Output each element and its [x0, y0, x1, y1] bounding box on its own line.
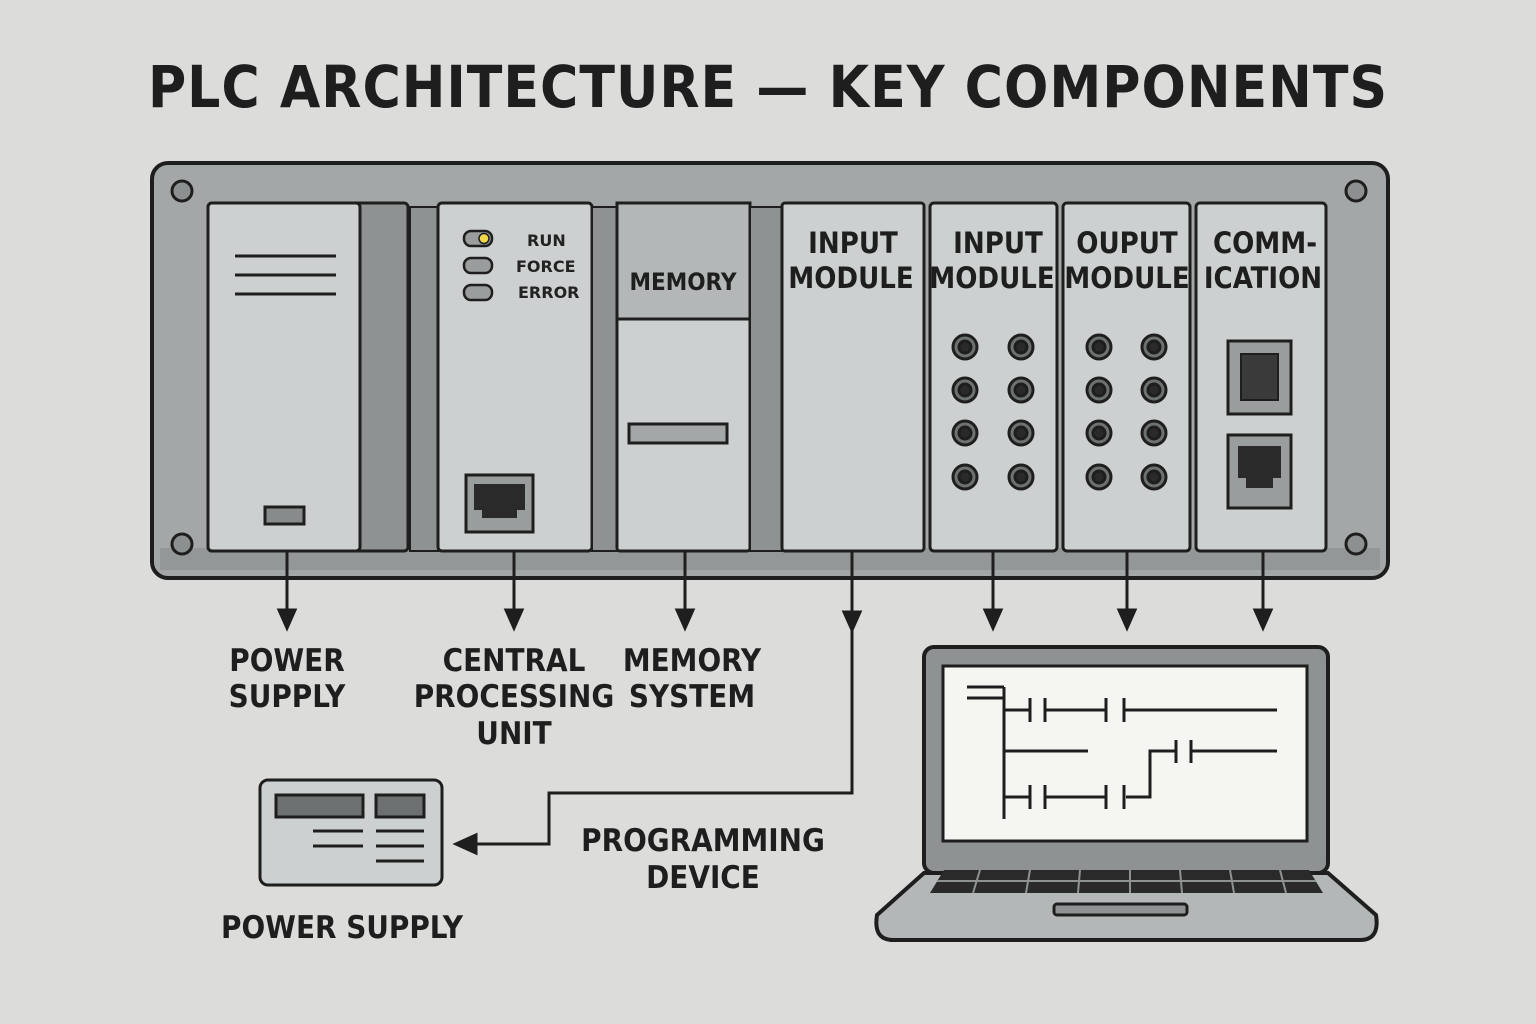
laptop-trackpad-icon	[1052, 902, 1189, 917]
mount-screw-icon	[170, 532, 194, 556]
caption-power-supply-line2: SUPPLY	[229, 679, 347, 715]
input-module-2-title-line1: INPUT	[953, 226, 1043, 260]
cpu-module: RUN FORCE ERROR	[409, 201, 594, 553]
force-led-icon	[462, 256, 494, 275]
memory-module-label: MEMORY	[629, 268, 736, 296]
power-supply-module	[206, 201, 410, 553]
mount-screw-icon	[1344, 179, 1368, 203]
memory-module: MEMORY	[591, 201, 752, 553]
led-label-force: FORCE	[516, 257, 576, 276]
input-module-2: INPUT MODULE	[928, 201, 1059, 553]
input-module-1-title-line2: MODULE	[788, 261, 913, 295]
output-module-title-line2: MODULE	[1064, 261, 1189, 295]
caption-programming-device-line2: DEVICE	[646, 860, 760, 896]
rj45-port-icon	[1226, 433, 1293, 510]
power-supply-unit-icon	[258, 778, 444, 887]
caption-memory-line2: SYSTEM	[629, 679, 755, 715]
connector-arrows	[276, 552, 1274, 856]
power-switch-icon	[263, 505, 306, 526]
input-module-1-title-line1: INPUT	[808, 226, 898, 260]
terminal-screw-icon	[1085, 333, 1168, 491]
output-module: OUPUT MODULE	[1061, 201, 1192, 553]
memory-slot-icon	[627, 422, 729, 445]
caption-programming-device-line1: PROGRAMMING	[581, 823, 825, 859]
input-module-1: INPUT MODULE	[749, 201, 926, 553]
output-module-title-line1: OUPUT	[1076, 226, 1178, 260]
run-led-icon	[478, 232, 490, 245]
mount-screw-icon	[1344, 532, 1368, 556]
mount-screw-icon	[170, 179, 194, 203]
ladder-logic-screen	[941, 664, 1309, 843]
error-led-icon	[462, 283, 494, 302]
caption-power-supply-line1: POWER	[229, 643, 344, 679]
input-module-2-title-line2: MODULE	[929, 261, 1054, 295]
caption-memory-line1: MEMORY	[623, 643, 762, 679]
communication-module: COMM- ICATION	[1194, 201, 1328, 553]
caption-cpu-line3: UNIT	[476, 716, 551, 752]
caption-cpu-line2: PROCESSING	[414, 679, 615, 715]
communication-module-title-line1: COMM-	[1213, 226, 1317, 260]
led-label-run: RUN	[527, 231, 566, 250]
communication-module-title-line2: ICATION	[1204, 261, 1322, 295]
rj45-port-icon	[464, 473, 535, 534]
laptop-icon	[874, 645, 1379, 942]
caption-cpu-line1: CENTRAL	[443, 643, 586, 679]
led-label-error: ERROR	[518, 283, 580, 302]
terminal-screw-icon	[951, 333, 1035, 491]
page-title: PLC ARCHITECTURE — KEY COMPONENTS	[148, 53, 1388, 121]
ladder-logic-diagram	[967, 685, 1277, 819]
caption-external-power-supply: POWER SUPPLY	[221, 910, 464, 946]
serial-port-icon	[1226, 339, 1293, 416]
